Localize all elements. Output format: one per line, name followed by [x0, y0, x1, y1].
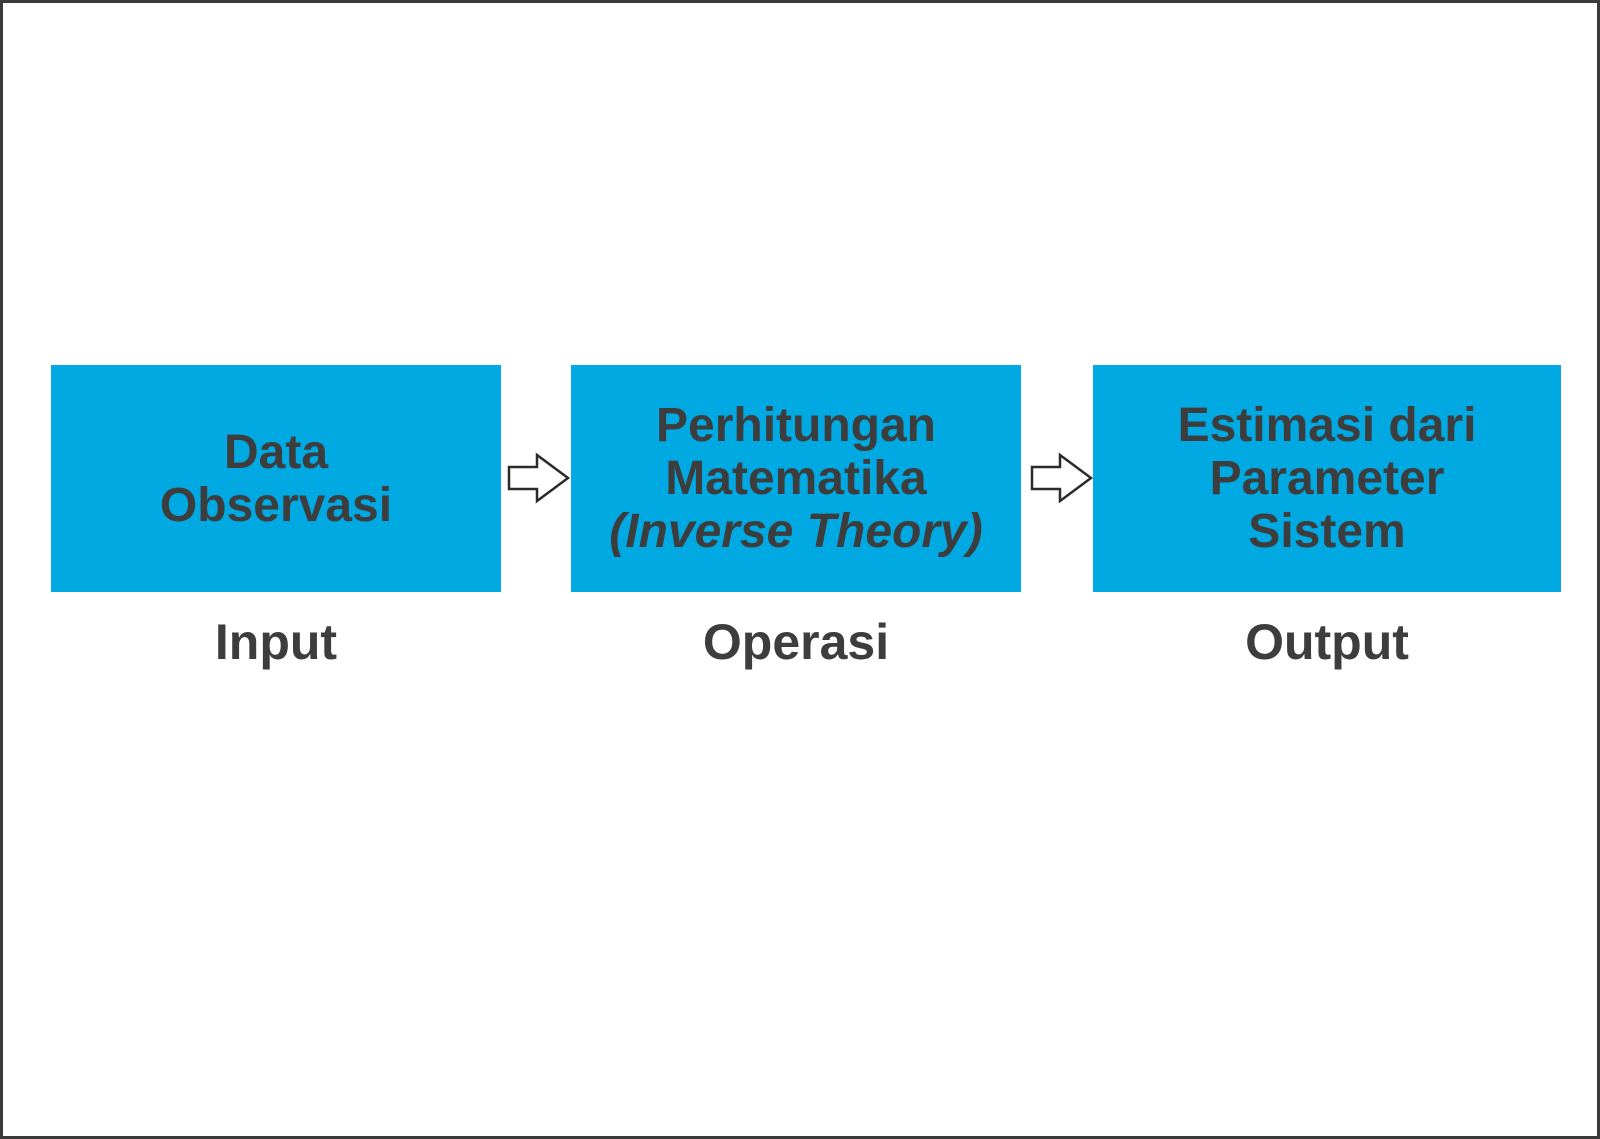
- box-data-observasi-line-1: Data: [223, 425, 329, 479]
- right-block-arrow-icon: [507, 452, 571, 504]
- label-operasi: Operasi: [702, 614, 890, 670]
- box-estimasi-line-1: Estimasi dari: [1177, 399, 1477, 452]
- box-perhitungan-line-2: Matematika: [665, 452, 927, 505]
- label-output: Output: [1245, 614, 1409, 670]
- box-perhitungan-line-1: Perhitungan: [655, 399, 936, 452]
- box-perhitungan-line-3-inverse-theory: (Inverse Theory): [609, 505, 983, 558]
- box-estimasi-line-3: Sistem: [1248, 505, 1406, 558]
- box-perhitungan-matematika: Perhitungan Matematika (Inverse Theory): [571, 365, 1021, 592]
- label-input: Input: [214, 614, 338, 670]
- right-block-arrow-icon: [1030, 452, 1094, 504]
- box-data-observasi-line-2: Observasi: [159, 478, 393, 532]
- box-estimasi-line-2: Parameter: [1209, 452, 1445, 505]
- box-data-observasi: Data Observasi: [51, 365, 501, 592]
- box-estimasi-parameter: Estimasi dari Parameter Sistem: [1093, 365, 1561, 592]
